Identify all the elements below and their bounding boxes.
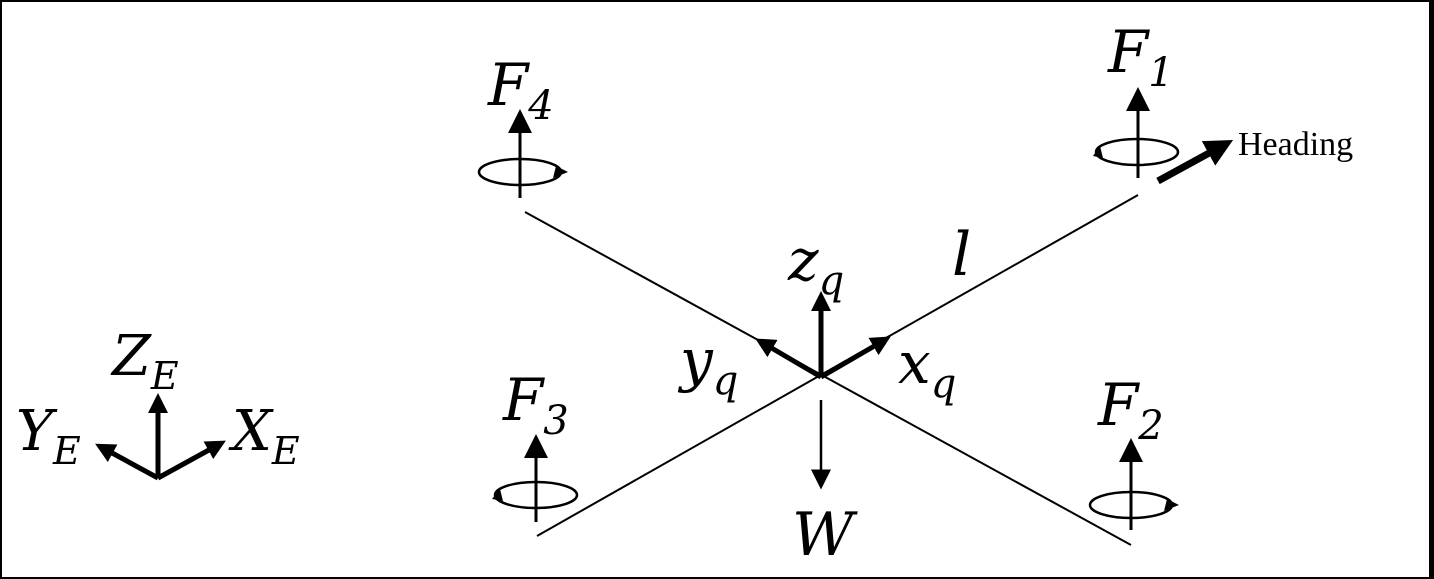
rotor-3-label: F3 [502, 366, 569, 444]
earth-y-arrow [95, 443, 160, 481]
heading-indicator: Heading [1156, 126, 1353, 185]
arm-rotor-4-rotor-2 [524, 211, 1132, 546]
earth-x-arrow [156, 440, 226, 481]
earth-x-label: XE [228, 399, 300, 473]
rotor-3: F3 [492, 366, 579, 522]
earth-frame: ZE YE XE [16, 324, 300, 481]
rotor-2-spin-arrowhead [1164, 499, 1179, 511]
earth-y-label: YE [16, 399, 81, 473]
body-x-label: xq [898, 329, 956, 407]
body-z-label: zq [787, 226, 844, 304]
body-y-arrow [755, 338, 823, 380]
rotor-4-spin-arrowhead [553, 166, 568, 178]
rotor-4-label: F4 [487, 51, 554, 129]
arm-length-label: l [952, 220, 971, 290]
heading-arrow [1156, 139, 1234, 185]
rotor-3-spin-icon [493, 480, 579, 510]
rotor-4: F4 [477, 51, 568, 198]
body-frame: zq yq xq W l [677, 220, 971, 570]
rotor-1-label: F1 [1107, 18, 1174, 96]
body-y-label: yq [677, 326, 738, 404]
rotor-2-label: F2 [1097, 371, 1164, 449]
rotor-3-spin-arrowhead [492, 489, 503, 501]
rotor-1: F1 [1093, 18, 1180, 178]
earth-z-label: ZE [110, 324, 179, 398]
heading-label: Heading [1238, 126, 1353, 163]
body-x-arrow [819, 336, 891, 380]
rotor-1-spin-arrowhead [1093, 146, 1103, 158]
weight-label: W [792, 500, 858, 570]
rotor-2: F2 [1088, 371, 1179, 530]
